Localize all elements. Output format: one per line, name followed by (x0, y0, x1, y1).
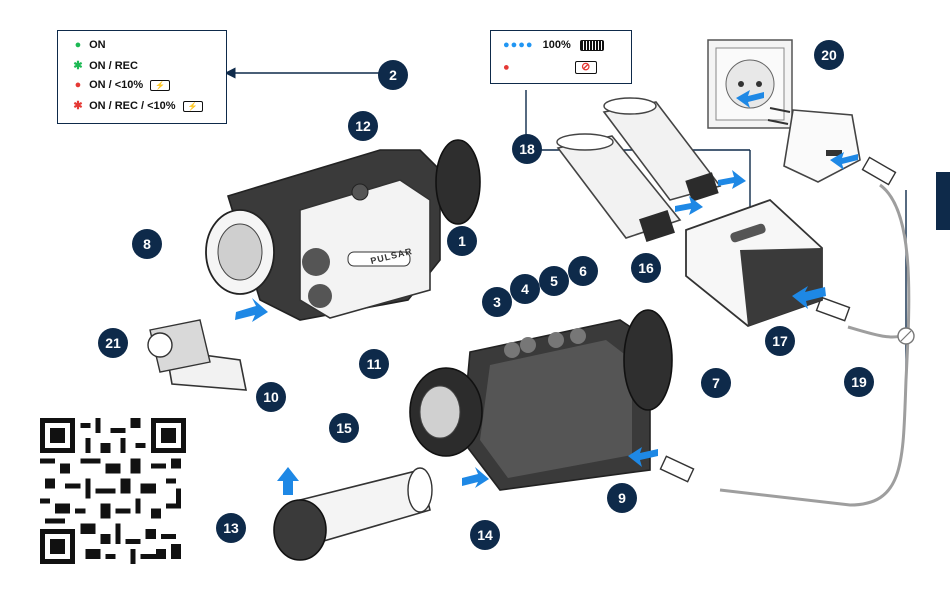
monocular-device-top (206, 140, 480, 320)
callout-1: 1 (447, 226, 477, 256)
side-tab (936, 172, 950, 230)
legend-row-label: ON (89, 39, 106, 51)
legend-row-full: ●●●● 100% (503, 39, 604, 51)
legend-row-label: 100% (543, 39, 571, 51)
battery-cells (557, 98, 720, 242)
green-dot-icon: ● (70, 39, 86, 51)
green-star-icon: ✱ (70, 59, 86, 72)
qr-code (40, 418, 186, 564)
battery-full-icon (580, 40, 604, 51)
callout-16: 16 (631, 253, 661, 283)
legend-row-on: ● ON (70, 39, 106, 51)
callout-4: 4 (510, 274, 540, 304)
legend-row-no-battery: ● ⊘ (503, 61, 597, 74)
callout-2: 2 (378, 60, 408, 90)
callout-19: 19 (844, 367, 874, 397)
battery-legend: ●●●● 100% ● ⊘ (490, 30, 632, 84)
status-legend: ● ON ✱ ON / REC ● ON / <10% ⚡ ✱ ON / REC… (57, 30, 227, 124)
red-dot-icon: ● (503, 61, 510, 73)
red-dot-icon: ● (70, 79, 86, 91)
callout-8: 8 (132, 229, 162, 259)
callout-12: 12 (348, 111, 378, 141)
legend-row-on-rec: ✱ ON / REC (70, 59, 138, 72)
callout-17: 17 (765, 326, 795, 356)
monocular-device-bottom (410, 310, 672, 490)
callout-7: 7 (701, 368, 731, 398)
callout-21: 21 (98, 328, 128, 358)
tripod-mount (148, 320, 246, 390)
callout-3: 3 (482, 287, 512, 317)
callout-20: 20 (814, 40, 844, 70)
legend-row-label: ON / <10% (89, 79, 143, 91)
battery-prohibited-icon: ⊘ (575, 61, 597, 74)
callout-13: 13 (216, 513, 246, 543)
callout-11: 11 (359, 349, 389, 379)
callout-15: 15 (329, 413, 359, 443)
battery-charging-icon: ⚡ (150, 80, 170, 91)
callout-14: 14 (470, 520, 500, 550)
callout-9: 9 (607, 483, 637, 513)
legend-row-on-low: ● ON / <10% ⚡ (70, 79, 170, 91)
legend-row-label: ON / REC / <10% (89, 100, 176, 112)
callout-10: 10 (256, 382, 286, 412)
battery-pack (274, 468, 432, 560)
callout-18: 18 (512, 134, 542, 164)
callout-6: 6 (568, 256, 598, 286)
callout-5: 5 (539, 266, 569, 296)
charging-station (686, 200, 822, 326)
wall-socket (708, 40, 792, 128)
battery-charging-icon: ⚡ (183, 101, 203, 112)
legend-row-label: ON / REC (89, 60, 138, 72)
red-star-icon: ✱ (70, 99, 86, 112)
blue-dots-icon: ●●●● (503, 39, 534, 51)
legend-row-on-rec-low: ✱ ON / REC / <10% ⚡ (70, 99, 203, 112)
